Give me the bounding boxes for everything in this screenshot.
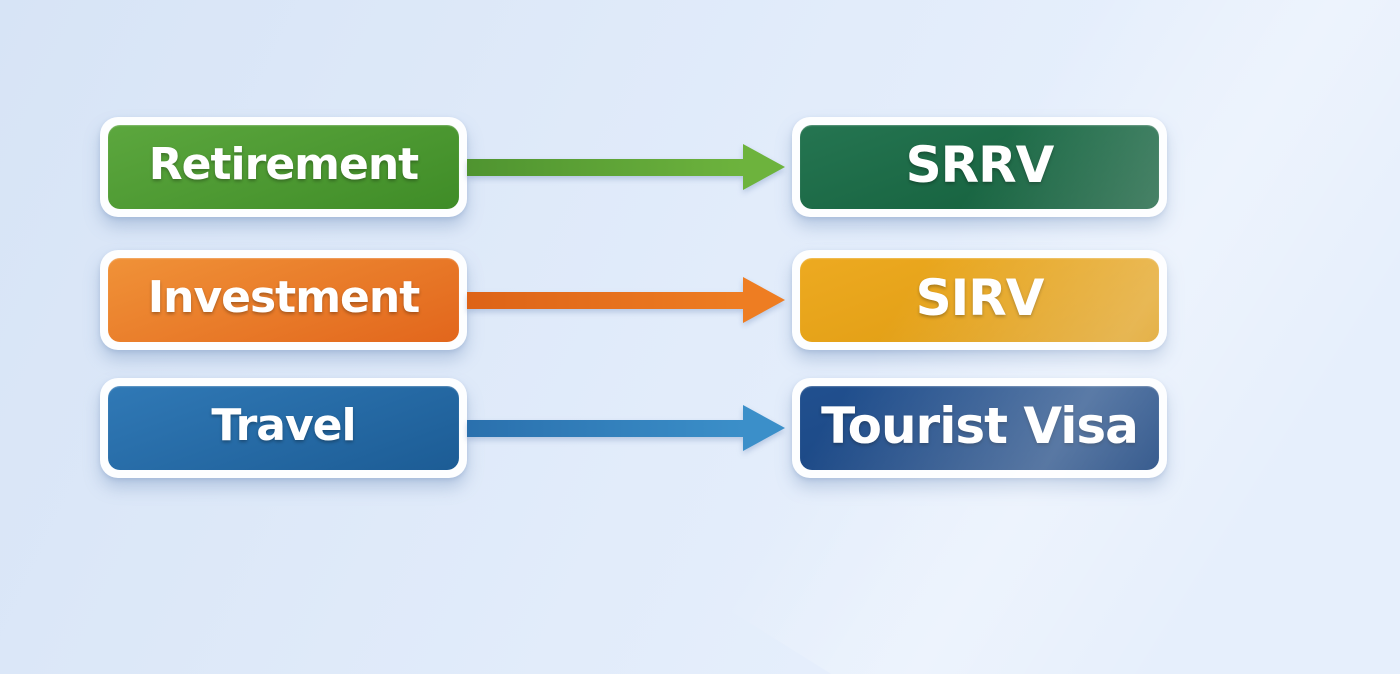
- visa-box-tourist-visa: Tourist Visa: [792, 378, 1167, 478]
- category-label: Investment: [147, 272, 420, 323]
- arrow-right-icon: [467, 277, 785, 323]
- visa-label: Tourist Visa: [821, 397, 1139, 455]
- visa-label: SIRV: [915, 269, 1045, 327]
- category-box-investment: Investment: [100, 250, 467, 350]
- arrow-right-icon: [467, 144, 785, 190]
- arrow-head: [743, 144, 785, 190]
- category-label: Retirement: [148, 139, 419, 190]
- arrow-shaft: [467, 158, 743, 176]
- category-box-travel: Travel: [100, 378, 467, 478]
- mapping-row-investment: Investment SIRV: [100, 250, 1167, 350]
- arrow-shaft: [467, 291, 743, 309]
- mapping-row-travel: Travel Tourist Visa: [100, 378, 1167, 478]
- category-box-retirement: Retirement: [100, 117, 467, 217]
- category-box-face: Retirement: [108, 125, 459, 209]
- visa-box-face: Tourist Visa: [800, 386, 1159, 470]
- visa-box-sirv: SIRV: [792, 250, 1167, 350]
- category-box-face: Investment: [108, 258, 459, 342]
- visa-box-face: SIRV: [800, 258, 1159, 342]
- arrow-head: [743, 277, 785, 323]
- arrow-head: [743, 405, 785, 451]
- visa-box-srrv: SRRV: [792, 117, 1167, 217]
- arrow-right-icon: [467, 405, 785, 451]
- visa-box-face: SRRV: [800, 125, 1159, 209]
- category-box-face: Travel: [108, 386, 459, 470]
- visa-label: SRRV: [905, 136, 1055, 194]
- arrow-shaft: [467, 419, 743, 437]
- category-label: Travel: [211, 400, 356, 451]
- mapping-row-retirement: Retirement SRRV: [100, 117, 1167, 217]
